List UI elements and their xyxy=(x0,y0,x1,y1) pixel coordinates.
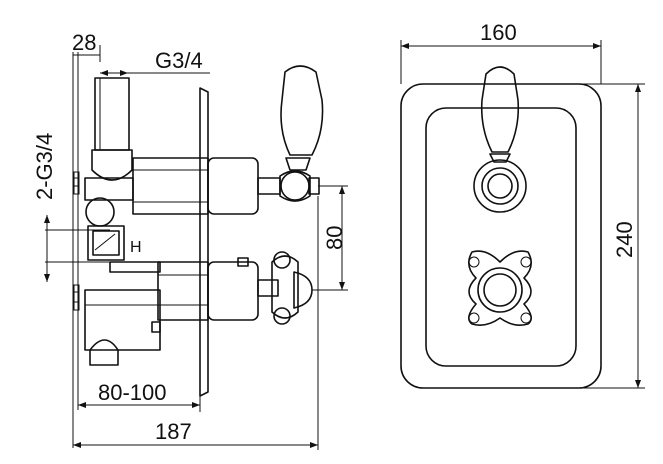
lever-handle xyxy=(257,65,324,202)
dim-label-g34: G3/4 xyxy=(155,48,203,73)
dimension-80: 80 xyxy=(312,185,348,291)
valve-body: H xyxy=(84,157,259,366)
front-lever-handle xyxy=(473,66,527,213)
top-pipe xyxy=(91,77,133,181)
dimension-g34-top: G3/4 xyxy=(100,48,210,76)
dim-label-80-100: 80-100 xyxy=(98,380,167,405)
dimension-28: 28 xyxy=(72,30,101,62)
front-cross-handle xyxy=(468,250,532,326)
side-view: 28 G3/4 2-G3/4 xyxy=(32,30,348,450)
wall-plate-side xyxy=(199,87,209,397)
front-plate-outer xyxy=(400,83,602,389)
front-view: 160 240 xyxy=(400,20,645,389)
front-plate-inner xyxy=(425,107,577,367)
outlet-fittings xyxy=(73,171,80,311)
dim-label-160: 160 xyxy=(480,20,517,45)
dimension-240: 240 xyxy=(570,83,645,389)
cross-handle xyxy=(257,251,313,325)
dim-label-2g34: 2-G3/4 xyxy=(32,133,57,200)
valve-marking-h: H xyxy=(130,239,142,256)
dim-label-187: 187 xyxy=(155,419,192,444)
dim-label-80: 80 xyxy=(322,226,347,250)
dim-label-28: 28 xyxy=(72,30,96,55)
dimension-187: 187 xyxy=(73,196,319,450)
dim-label-240: 240 xyxy=(612,221,637,258)
dimension-80-100: 80-100 xyxy=(78,380,201,412)
dimension-2g34: 2-G3/4 xyxy=(32,133,110,282)
dimension-160: 160 xyxy=(400,20,602,84)
